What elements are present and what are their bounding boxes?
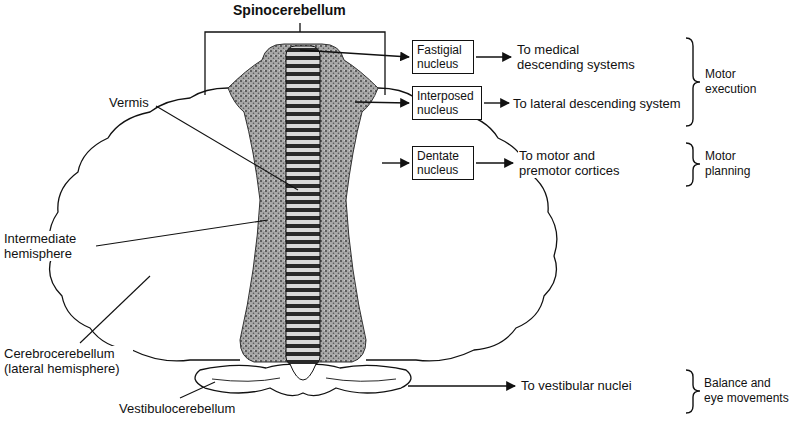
target-label: To medical descending systems <box>516 42 644 72</box>
nucleus-box: Fastigial nucleus <box>412 40 474 74</box>
nucleus-box: Dentate nucleus <box>412 146 474 180</box>
function-label: Motor planning <box>704 149 778 179</box>
function-label: Balance and eye movements <box>703 376 793 406</box>
target-label: To lateral descending system <box>512 96 682 111</box>
nucleus-name: Dentate nucleus <box>417 149 469 177</box>
nucleus-name: Interposed nucleus <box>417 89 477 117</box>
nucleus-name: Fastigial nucleus <box>417 43 469 71</box>
vestibulocerebellum-lobe <box>195 364 411 395</box>
right-hemisphere <box>366 88 557 361</box>
part-label: Intermediate hemisphere <box>3 231 95 261</box>
target-label: To motor and premotor cortices <box>518 148 638 178</box>
part-label: Vestibulocerebellum <box>118 401 236 416</box>
bracket <box>205 23 385 95</box>
target-label: To vestibular nuclei <box>520 378 633 393</box>
section-heading: Spinocerebellum <box>232 3 347 18</box>
function-label: Motor execution <box>704 67 778 97</box>
left-hemisphere <box>49 88 240 361</box>
vermis-column <box>286 46 320 366</box>
pathway-arrows <box>300 50 515 386</box>
part-label: Vermis <box>108 95 150 110</box>
braces <box>686 38 700 413</box>
part-label: Cerebrocerebellum (lateral hemisphere) <box>3 346 133 376</box>
nodulus <box>290 364 316 380</box>
nucleus-box: Interposed nucleus <box>412 86 482 120</box>
